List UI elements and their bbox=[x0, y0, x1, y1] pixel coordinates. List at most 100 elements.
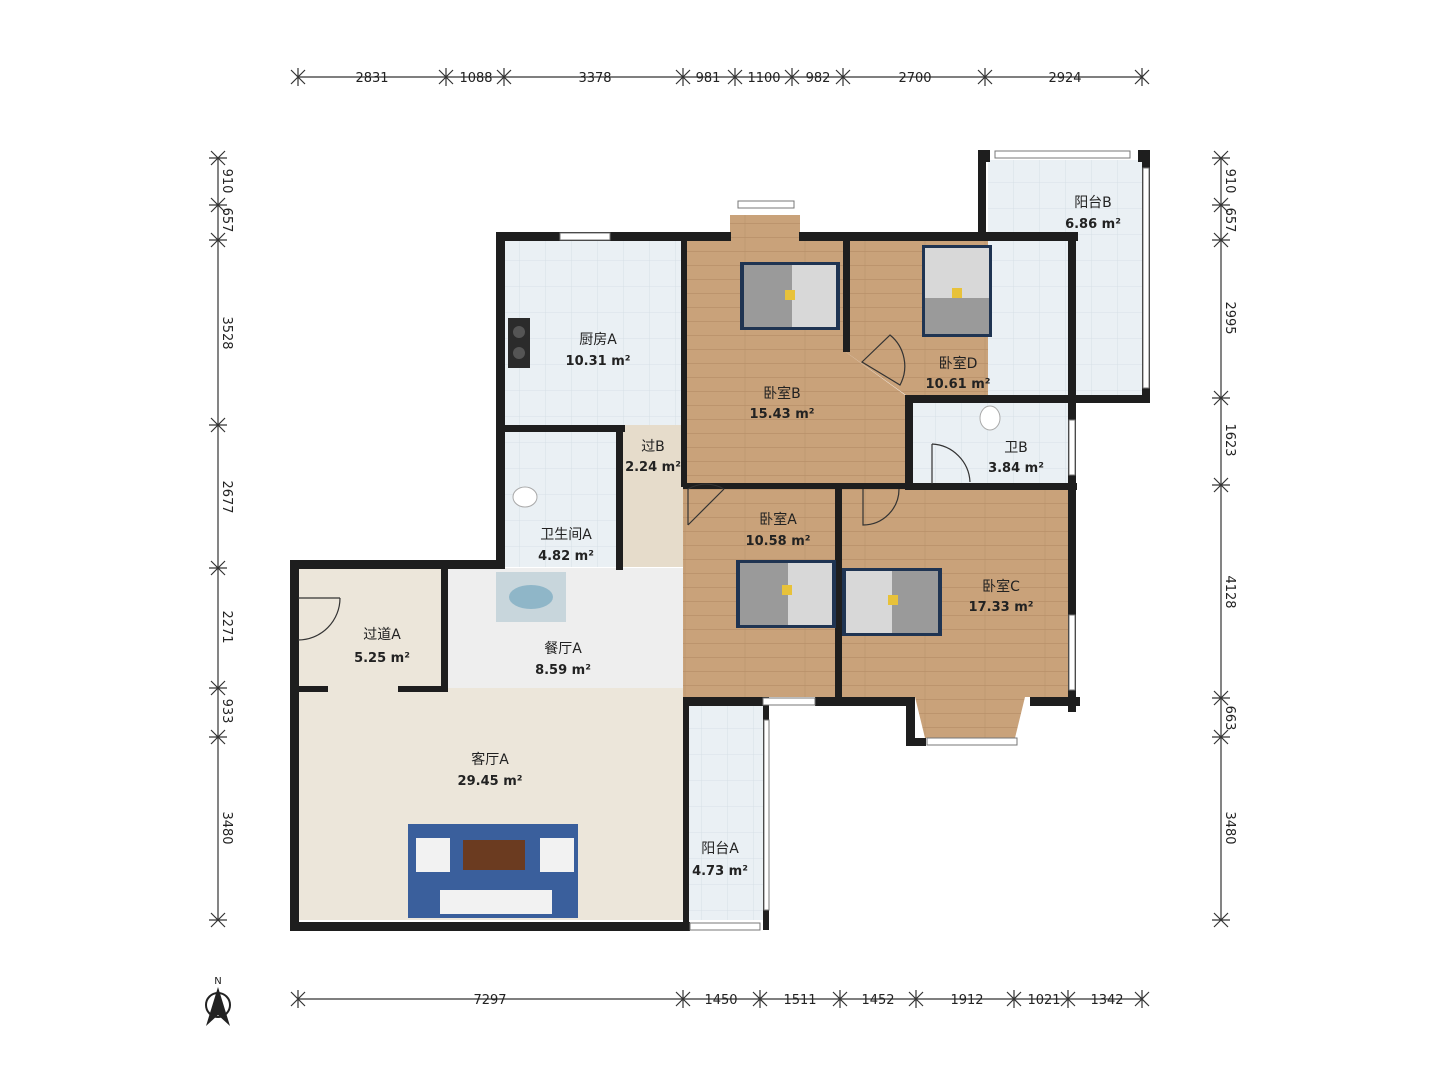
room-area: 4.82 m² bbox=[538, 549, 594, 564]
room-area: 15.43 m² bbox=[750, 407, 815, 422]
room-area: 17.33 m² bbox=[969, 600, 1034, 615]
room-area: 8.59 m² bbox=[535, 663, 591, 678]
dim-bottom: 1450 bbox=[704, 993, 737, 1008]
dim-right: 1623 bbox=[1222, 423, 1237, 456]
dimension-tick bbox=[727, 68, 743, 86]
dim-left: 910 bbox=[219, 169, 234, 194]
floor-kitchen-a bbox=[505, 240, 683, 425]
room-area: 10.31 m² bbox=[566, 354, 631, 369]
dimension-tick bbox=[290, 68, 306, 86]
room-name: 厨房A bbox=[579, 332, 617, 348]
dimension-tick bbox=[438, 68, 454, 86]
dim-top: 2924 bbox=[1048, 71, 1081, 86]
room-name: 阳台B bbox=[1074, 195, 1112, 211]
room-area: 2.24 m² bbox=[625, 460, 681, 475]
room-name: 卧室D bbox=[939, 355, 978, 372]
doors bbox=[297, 334, 971, 641]
door-bath-b bbox=[931, 443, 971, 484]
dimension-tick bbox=[496, 68, 512, 86]
dim-top: 981 bbox=[696, 71, 721, 86]
dim-right: 3480 bbox=[1222, 811, 1237, 844]
dimension-tick bbox=[1212, 912, 1230, 928]
window-balcony-a-bottom bbox=[689, 922, 761, 931]
dim-bottom: 1342 bbox=[1090, 993, 1123, 1008]
toilet-icon bbox=[512, 405, 1001, 508]
dimension-tick bbox=[835, 68, 851, 86]
dim-top: 2831 bbox=[355, 71, 388, 86]
room-name: 卫生间A bbox=[540, 527, 592, 543]
dim-bottom: 1511 bbox=[783, 993, 816, 1008]
room-area: 5.25 m² bbox=[354, 651, 410, 666]
dimension-tick bbox=[675, 990, 691, 1008]
dim-left: 933 bbox=[219, 699, 234, 724]
door-bedroom-c bbox=[862, 488, 900, 526]
door-bedroom-a bbox=[687, 483, 725, 526]
dim-right: 910 bbox=[1222, 169, 1237, 194]
room-area: 10.61 m² bbox=[926, 377, 991, 392]
sofa-set-icon bbox=[408, 824, 578, 918]
dimension-tick bbox=[209, 729, 227, 745]
windows bbox=[559, 150, 1150, 931]
room-name: 卫B bbox=[1004, 440, 1028, 456]
dim-left: 657 bbox=[219, 208, 234, 233]
room-area: 10.58 m² bbox=[746, 534, 811, 549]
dimension-tick bbox=[209, 150, 227, 166]
room-name: 过道A bbox=[363, 627, 401, 643]
dim-bottom: 7297 bbox=[473, 993, 506, 1008]
dimension-tick bbox=[1212, 150, 1230, 166]
dimension-tick bbox=[1006, 990, 1022, 1008]
room-name: 卧室B bbox=[763, 385, 801, 402]
dim-bottom: 1452 bbox=[861, 993, 894, 1008]
bed-icon bbox=[740, 262, 840, 330]
dimension-tick bbox=[1212, 477, 1230, 493]
window-bedroom-c-side bbox=[1068, 614, 1076, 691]
bed-icon bbox=[842, 568, 942, 636]
window-bedroom-a bbox=[762, 697, 816, 706]
dim-top: 2700 bbox=[898, 71, 931, 86]
window-balcony-b-top bbox=[994, 150, 1131, 159]
dim-bottom: 1021 bbox=[1027, 993, 1060, 1008]
dimension-tick bbox=[908, 990, 924, 1008]
dim-top: 1088 bbox=[459, 71, 492, 86]
window-bedroom-b-bay bbox=[737, 200, 795, 209]
floor-hallway-a bbox=[298, 568, 445, 688]
stove-icon bbox=[508, 318, 530, 368]
dimension-tick bbox=[752, 990, 768, 1008]
dimension-tick bbox=[209, 560, 227, 576]
dimension-tick bbox=[209, 197, 227, 213]
dim-right: 2995 bbox=[1222, 301, 1237, 334]
bed-icon bbox=[736, 560, 836, 628]
room-name: 餐厅A bbox=[544, 641, 582, 657]
window-balcony-b-side bbox=[1142, 167, 1150, 389]
compass-icon bbox=[205, 987, 231, 1026]
dimension-tick bbox=[209, 680, 227, 696]
dimension-tick bbox=[209, 232, 227, 248]
window-balcony-a-side bbox=[763, 719, 770, 911]
floor-bedroom-c bbox=[840, 485, 1072, 738]
floor-corridor-b bbox=[620, 425, 683, 567]
furniture bbox=[408, 245, 1001, 918]
dim-top: 982 bbox=[806, 71, 831, 86]
door-bedroom-d bbox=[861, 334, 906, 386]
door-hallway-a bbox=[297, 597, 341, 641]
dimension-tick bbox=[1212, 390, 1230, 406]
dining-table-icon bbox=[496, 572, 566, 622]
room-name: 卧室C bbox=[982, 578, 1020, 595]
dim-left: 2271 bbox=[219, 610, 234, 643]
dim-top: 3378 bbox=[578, 71, 611, 86]
dimension-tick bbox=[1060, 990, 1076, 1008]
dim-right: 4128 bbox=[1222, 575, 1237, 608]
room-name: 阳台A bbox=[701, 841, 739, 857]
dimension-tick bbox=[1134, 990, 1150, 1008]
dimensions-right: 910 657 2995 1623 4128 663 3480 bbox=[1222, 169, 1237, 845]
room-labels: 厨房A 10.31 m² 卧室B 15.43 m² 卧室D 10.61 m² 阳… bbox=[354, 195, 1121, 879]
dimension-lines bbox=[209, 68, 1230, 1008]
dimension-tick bbox=[977, 68, 993, 86]
floor-balcony-b bbox=[988, 160, 1146, 398]
dimension-tick bbox=[1134, 68, 1150, 86]
room-area: 29.45 m² bbox=[458, 774, 523, 789]
dimensions-top: 2831 1088 3378 981 1100 982 2700 2924 bbox=[355, 71, 1081, 86]
bed-icon bbox=[922, 245, 992, 337]
dimension-tick bbox=[1212, 690, 1230, 706]
